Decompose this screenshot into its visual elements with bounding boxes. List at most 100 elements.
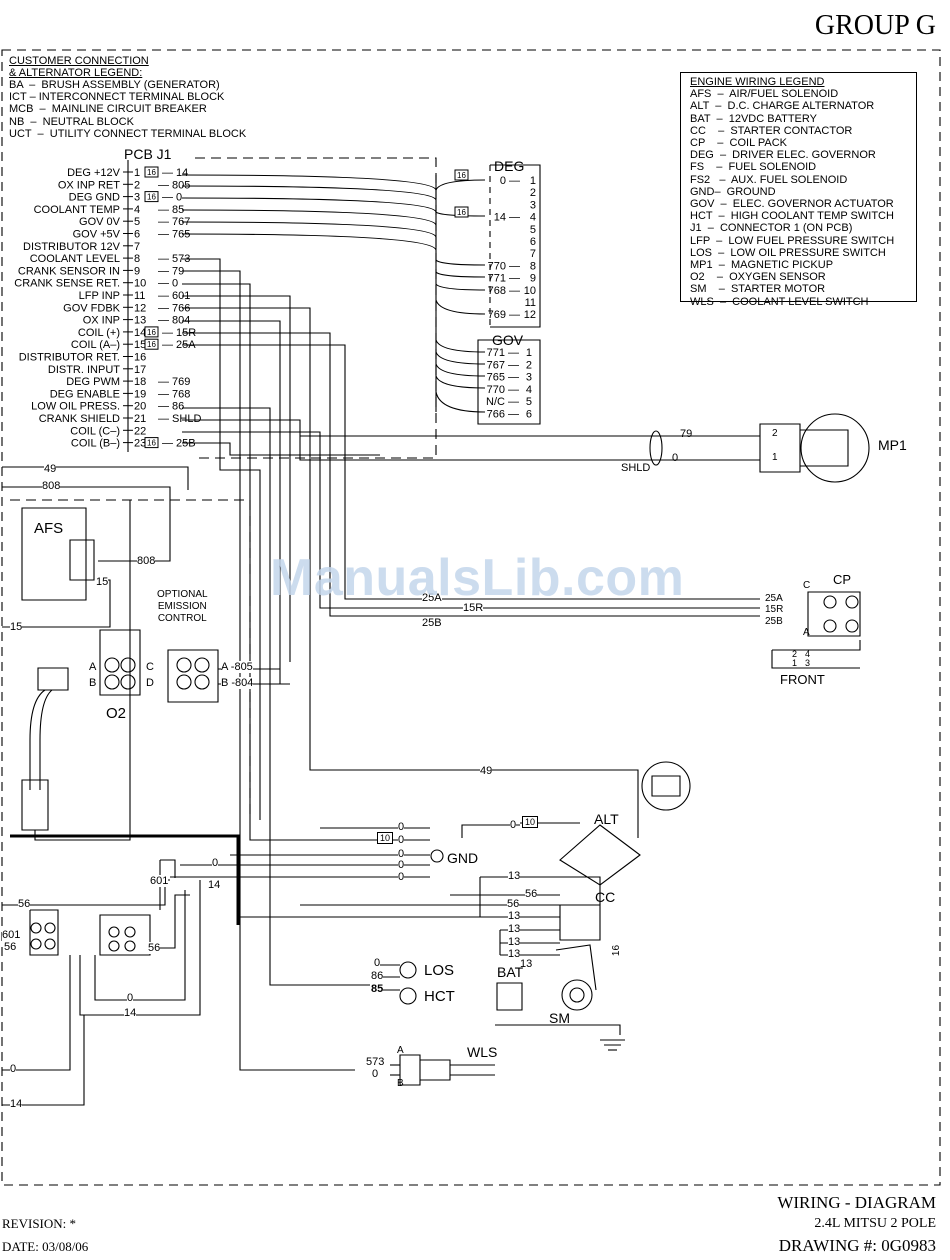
- pcb-pin-number: 6: [134, 229, 140, 241]
- deg-pin-wire: 768 —: [488, 285, 520, 297]
- footer-title: WIRING - DIAGRAM: [777, 1193, 936, 1212]
- engine-legend-item: FS2 – AUX. FUEL SOLENOID: [690, 173, 848, 186]
- cp-wire-25b-line: 25B: [422, 617, 442, 629]
- engine-legend-item: MP1 – MAGNETIC PICKUP: [690, 259, 834, 272]
- pcb-pin-wire: — 766: [158, 302, 190, 314]
- wire-tag-label: 16: [147, 439, 156, 448]
- footer-model: 2.4L MITSU 2 POLE: [814, 1216, 936, 1231]
- deg-pin-number: 3: [530, 199, 536, 211]
- wire-tag: [144, 326, 159, 338]
- los-label: LOS: [424, 962, 455, 979]
- o2-pin-a: A: [89, 661, 97, 673]
- o2-pin-d: D: [146, 677, 154, 689]
- deg-pin-wire: 0 —: [500, 175, 520, 187]
- wire-label: 601: [2, 929, 21, 941]
- pcb-pin-wire: — 85: [158, 204, 184, 216]
- cc-wire: 56: [507, 898, 520, 910]
- gov-pin-wire: N/C —: [486, 396, 519, 408]
- legend-item: MCB – MAINLINE CIRCUIT BREAKER: [9, 103, 207, 116]
- gov-pin-number: 3: [526, 372, 532, 384]
- cc-wire: 13: [508, 948, 521, 960]
- mp1-wire-79: 79: [680, 428, 693, 440]
- pcb-pin-wire: — 25A: [162, 339, 196, 351]
- wire-label: 56: [4, 941, 17, 953]
- gov-pin-number: 6: [526, 409, 532, 421]
- gov-pin-wire: 766 —: [487, 409, 519, 421]
- o2-pin-c: C: [146, 661, 154, 673]
- pcb-pin-number: 16: [134, 352, 146, 364]
- pcb-pin-number: 21: [134, 413, 146, 425]
- customer-legend: CUSTOMER CONNECTION & ALTERNATOR LEGEND:…: [9, 55, 246, 140]
- pcb-pin-wire: — 805: [158, 179, 190, 191]
- engine-legend-item: CC – STARTER CONTACTOR: [690, 124, 853, 137]
- wire-label: 601: [150, 875, 169, 887]
- cp-pin-1: 1: [792, 658, 798, 668]
- customer-legend-subtitle: & ALTERNATOR LEGEND:: [9, 67, 143, 79]
- group-title: GROUP G: [814, 10, 936, 41]
- los-wire-0: 0: [374, 957, 381, 969]
- pcb-pin-name: COIL (A–): [71, 339, 120, 351]
- alt-wire-0: 0: [510, 819, 517, 831]
- deg-title: DEG: [494, 158, 525, 174]
- cp-pin-2: 2: [792, 649, 798, 659]
- cp-wire-15r-line: 15R: [463, 602, 484, 614]
- customer-legend-title: CUSTOMER CONNECTION: [9, 55, 149, 67]
- pcb-pin-name: DEG ENABLE: [50, 388, 120, 400]
- wire-label: 56: [18, 898, 31, 910]
- wire-tag: [454, 206, 469, 218]
- deg-pin-wire: 771 —: [488, 273, 520, 285]
- cp-wire-15r: 15R: [765, 604, 784, 615]
- cp-wire-25b: 25B: [765, 616, 783, 627]
- engine-legend-item: HCT – HIGH COOLANT TEMP SWITCH: [690, 210, 894, 223]
- wire-label: 0: [10, 1063, 17, 1075]
- pcb-pin-wire: — SHLD: [158, 413, 201, 425]
- engine-legend-item: BAT – 12VDC BATTERY: [690, 112, 817, 125]
- afs-wire-15: 15: [96, 576, 109, 588]
- gnd-tag: 10: [377, 832, 394, 844]
- pcb-pin-wire: — 79: [158, 265, 184, 277]
- cc-side-16: 16: [611, 944, 623, 957]
- pcb-pin-number: 18: [134, 376, 146, 388]
- wire-label-15: 15: [10, 621, 23, 633]
- deg-pin-number: 4: [530, 212, 536, 224]
- engine-legend-item: SM – STARTER MOTOR: [690, 283, 826, 296]
- cp-pin-4: 4: [805, 649, 811, 659]
- deg-pin-wire: 769 —: [488, 309, 520, 321]
- alt-wire-49: 49: [480, 765, 493, 777]
- wire-tag-label: 16: [457, 171, 466, 180]
- afs-label: AFS: [34, 520, 64, 537]
- wire-tag: [144, 338, 159, 350]
- cp-label: CP: [833, 572, 852, 587]
- wire-tag: [144, 166, 159, 178]
- engine-legend-item: LFP – LOW FUEL PRESSURE SWITCH: [690, 234, 895, 247]
- wls-wire-573: 573: [366, 1056, 385, 1068]
- pcb-pin-name: LFP INP: [79, 290, 120, 302]
- pcb-pin-name: CRANK SENSOR IN: [18, 265, 120, 277]
- legend-item: NB – NEUTRAL BLOCK: [9, 115, 134, 128]
- engine-legend-item: FS – FUEL SOLENOID: [690, 161, 817, 174]
- pcb-pin-name: COIL (+): [78, 327, 120, 339]
- engine-legend: ENGINE WIRING LEGEND AFS – AIR/FUEL SOLE…: [680, 72, 917, 308]
- mp1-pin-2: 2: [772, 428, 778, 439]
- pcb-pin-number: 17: [134, 364, 146, 376]
- deg-pin-number: 11: [525, 297, 536, 309]
- hct-wire: 85: [371, 983, 384, 995]
- pcb-pin-number: 13: [134, 315, 146, 327]
- wire-label: 0: [127, 992, 134, 1004]
- pcb-pin-name: GOV 0V: [79, 216, 121, 228]
- pcb-pin-wire: — 765: [158, 229, 190, 241]
- wire-tag: [144, 437, 159, 449]
- engine-legend-item: GND– GROUND: [690, 185, 776, 198]
- alt-tag: 10: [522, 816, 539, 828]
- engine-legend-item: AFS – AIR/FUEL SOLENOID: [690, 88, 839, 101]
- pcb-pin-name: OX INP: [83, 315, 120, 327]
- wire-tag-label: 16: [457, 208, 466, 217]
- gov-pin-number: 2: [526, 359, 532, 371]
- pcb-pin-name: OX INP RET: [58, 179, 120, 191]
- pcb-pin-number: 22: [134, 425, 146, 437]
- deg-pin-number: 12: [524, 309, 536, 321]
- emission-wire-b: B -804: [221, 677, 254, 689]
- legend-item: BA – BRUSH ASSEMBLY (GENERATOR): [9, 79, 220, 91]
- gnd-wire: 0: [398, 834, 405, 846]
